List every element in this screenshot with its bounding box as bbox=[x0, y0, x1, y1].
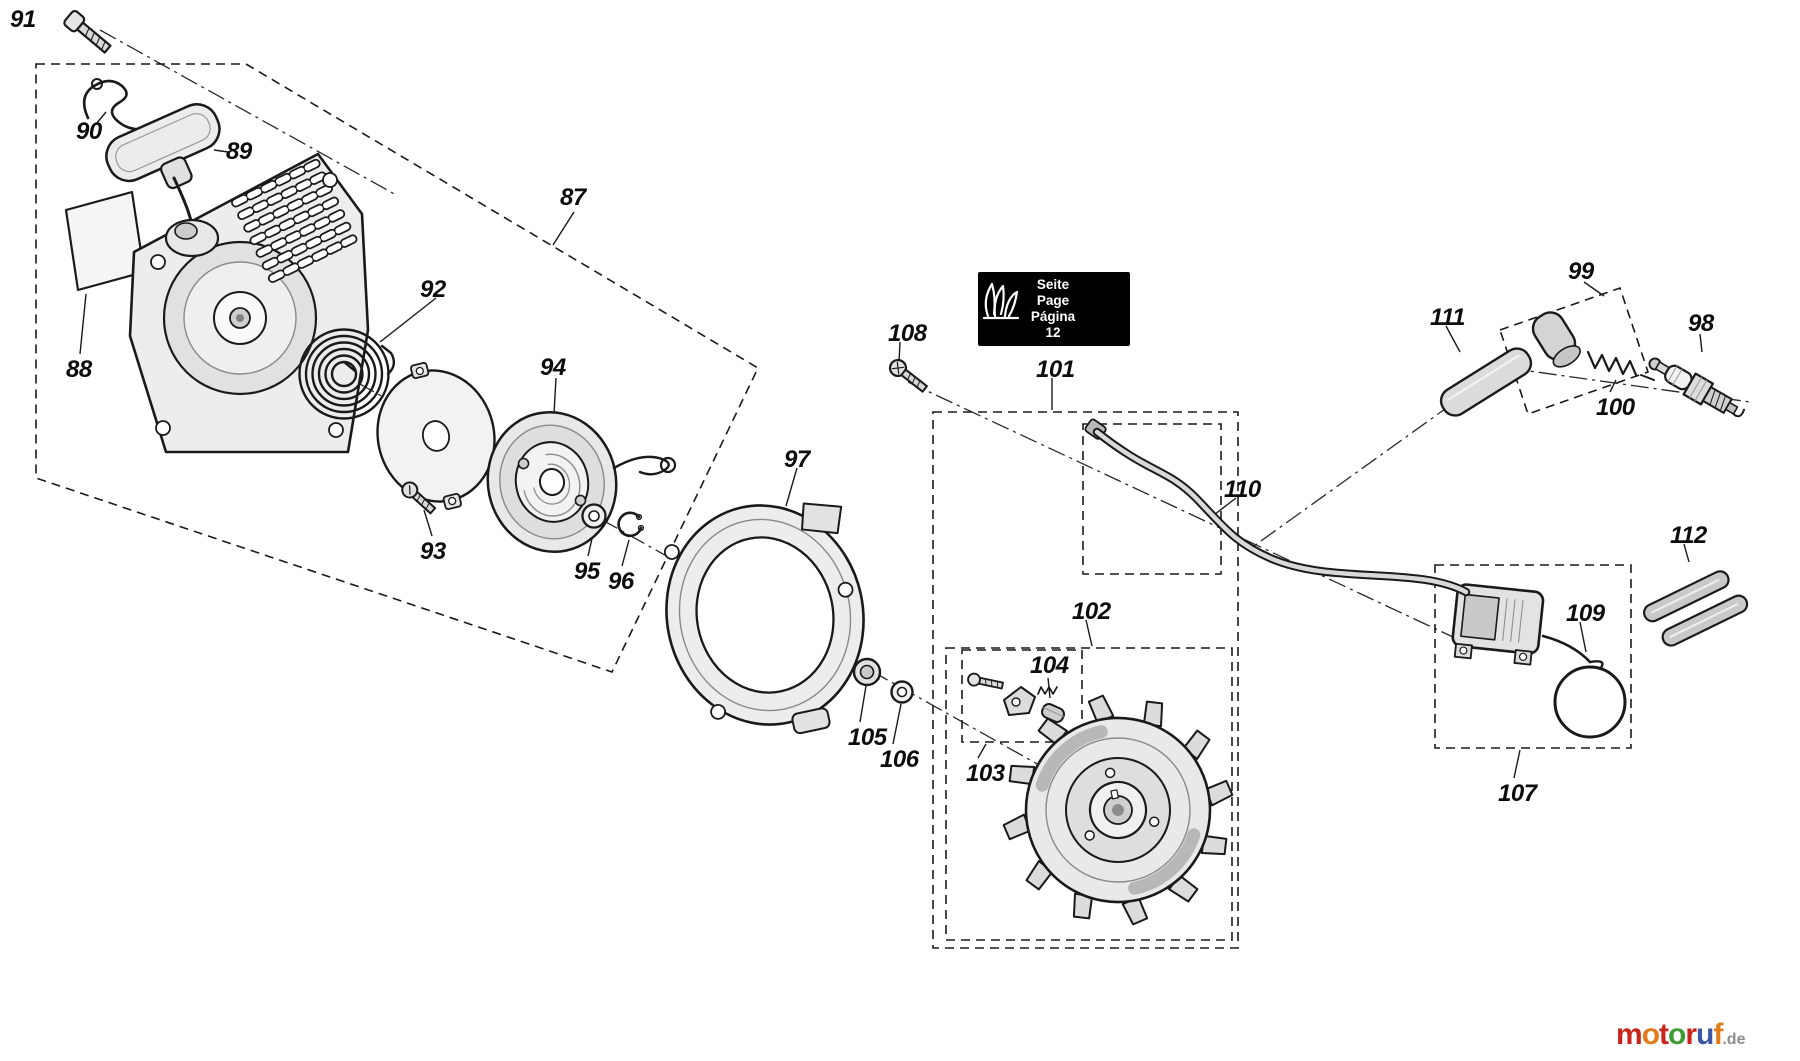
part-label-104: 104 bbox=[1030, 652, 1069, 679]
page-ref-line-1: Seite bbox=[1036, 277, 1070, 292]
part-label-95: 95 bbox=[574, 558, 600, 585]
logo-letter: t bbox=[1659, 1018, 1669, 1051]
logo-letter: f bbox=[1713, 1018, 1723, 1051]
part-label-96: 96 bbox=[608, 568, 634, 595]
group-box-101 bbox=[932, 411, 1239, 949]
part-label-112: 112 bbox=[1670, 522, 1707, 549]
part-label-97: 97 bbox=[784, 446, 810, 473]
spring-cover-plate bbox=[376, 361, 496, 511]
wire-clip-90-icon bbox=[82, 78, 152, 131]
part-label-106: 106 bbox=[880, 746, 919, 773]
part-label-93: 93 bbox=[420, 538, 446, 565]
group-box-99 bbox=[1498, 286, 1650, 416]
part-label-110: 110 bbox=[1224, 476, 1261, 503]
screw-108 bbox=[888, 358, 928, 393]
page-ref-line-2: Page bbox=[1036, 293, 1070, 308]
part-label-111: 111 bbox=[1430, 304, 1465, 331]
part-label-90: 90 bbox=[76, 118, 102, 145]
lead-wire-110 bbox=[1084, 418, 1471, 597]
starter-housing-87 bbox=[128, 152, 370, 454]
group-box-87 bbox=[35, 63, 760, 673]
part-label-87: 87 bbox=[560, 184, 586, 211]
washer-95 bbox=[581, 503, 607, 529]
part-label-102: 102 bbox=[1072, 598, 1111, 625]
logo-letter: o bbox=[1668, 1018, 1686, 1051]
group-box-110 bbox=[1082, 423, 1222, 575]
rope-guide-wire bbox=[612, 455, 670, 476]
leader-lines bbox=[79, 111, 1703, 779]
logo-letter: r bbox=[1685, 1018, 1697, 1051]
part-label-107: 107 bbox=[1498, 780, 1537, 807]
part-label-94: 94 bbox=[540, 354, 566, 381]
roller-104 bbox=[1041, 703, 1065, 723]
logo-suffix: .de bbox=[1722, 1031, 1746, 1048]
group-box-107 bbox=[1434, 564, 1632, 749]
part-label-109: 109 bbox=[1566, 600, 1605, 627]
group-box-102 bbox=[945, 647, 1233, 941]
part-label-105: 105 bbox=[848, 724, 887, 751]
spark-plug-98 bbox=[1648, 357, 1746, 418]
part-label-92: 92 bbox=[420, 276, 446, 303]
vent-slots bbox=[231, 158, 358, 283]
logo-letter: o bbox=[1641, 1018, 1660, 1051]
logo-letter: u bbox=[1696, 1018, 1714, 1051]
screw-91 bbox=[63, 9, 112, 54]
pawl-kit-103 bbox=[967, 672, 1065, 723]
rope-pulley-94 bbox=[486, 410, 677, 554]
group-box-104 bbox=[961, 649, 1083, 743]
plug-boot-111 bbox=[1439, 311, 1581, 417]
part-label-101: 101 bbox=[1036, 356, 1075, 383]
boundary-boxes bbox=[35, 63, 1650, 949]
part-label-103: 103 bbox=[966, 760, 1005, 787]
part-label-98: 98 bbox=[1688, 310, 1714, 337]
page-ref-icon bbox=[982, 282, 1020, 320]
part-label-88: 88 bbox=[66, 356, 92, 383]
rewind-spring-92 bbox=[298, 328, 396, 420]
part-label-89: 89 bbox=[226, 138, 252, 165]
spring-100 bbox=[1586, 350, 1655, 381]
page-ref-text: Seite Page Página 12 bbox=[986, 277, 1120, 341]
page-ref-page-number: 12 bbox=[1045, 325, 1061, 340]
coil-wire-loop bbox=[1541, 634, 1592, 664]
logo-letter: m bbox=[1616, 1018, 1643, 1051]
part-label-108: 108 bbox=[888, 320, 927, 347]
flywheel-102 bbox=[1001, 693, 1235, 927]
circlip-96 bbox=[617, 511, 645, 538]
hoses-112 bbox=[1643, 570, 1749, 647]
page-reference-badge: Seite Page Página 12 bbox=[978, 272, 1130, 346]
washer-106 bbox=[890, 680, 914, 704]
nut-105 bbox=[852, 657, 882, 687]
page-ref-line-3: Página bbox=[1030, 309, 1076, 324]
ignition-coil-109 bbox=[1451, 583, 1627, 739]
motoruf-logo[interactable]: motoruf.de bbox=[1616, 1018, 1745, 1052]
starter-handle-89 bbox=[105, 103, 221, 236]
part-label-100: 100 bbox=[1596, 394, 1635, 421]
part-label-99: 99 bbox=[1568, 258, 1594, 285]
part-label-91: 91 bbox=[10, 6, 36, 33]
screw-93 bbox=[401, 481, 437, 515]
fan-housing-97 bbox=[663, 502, 865, 735]
